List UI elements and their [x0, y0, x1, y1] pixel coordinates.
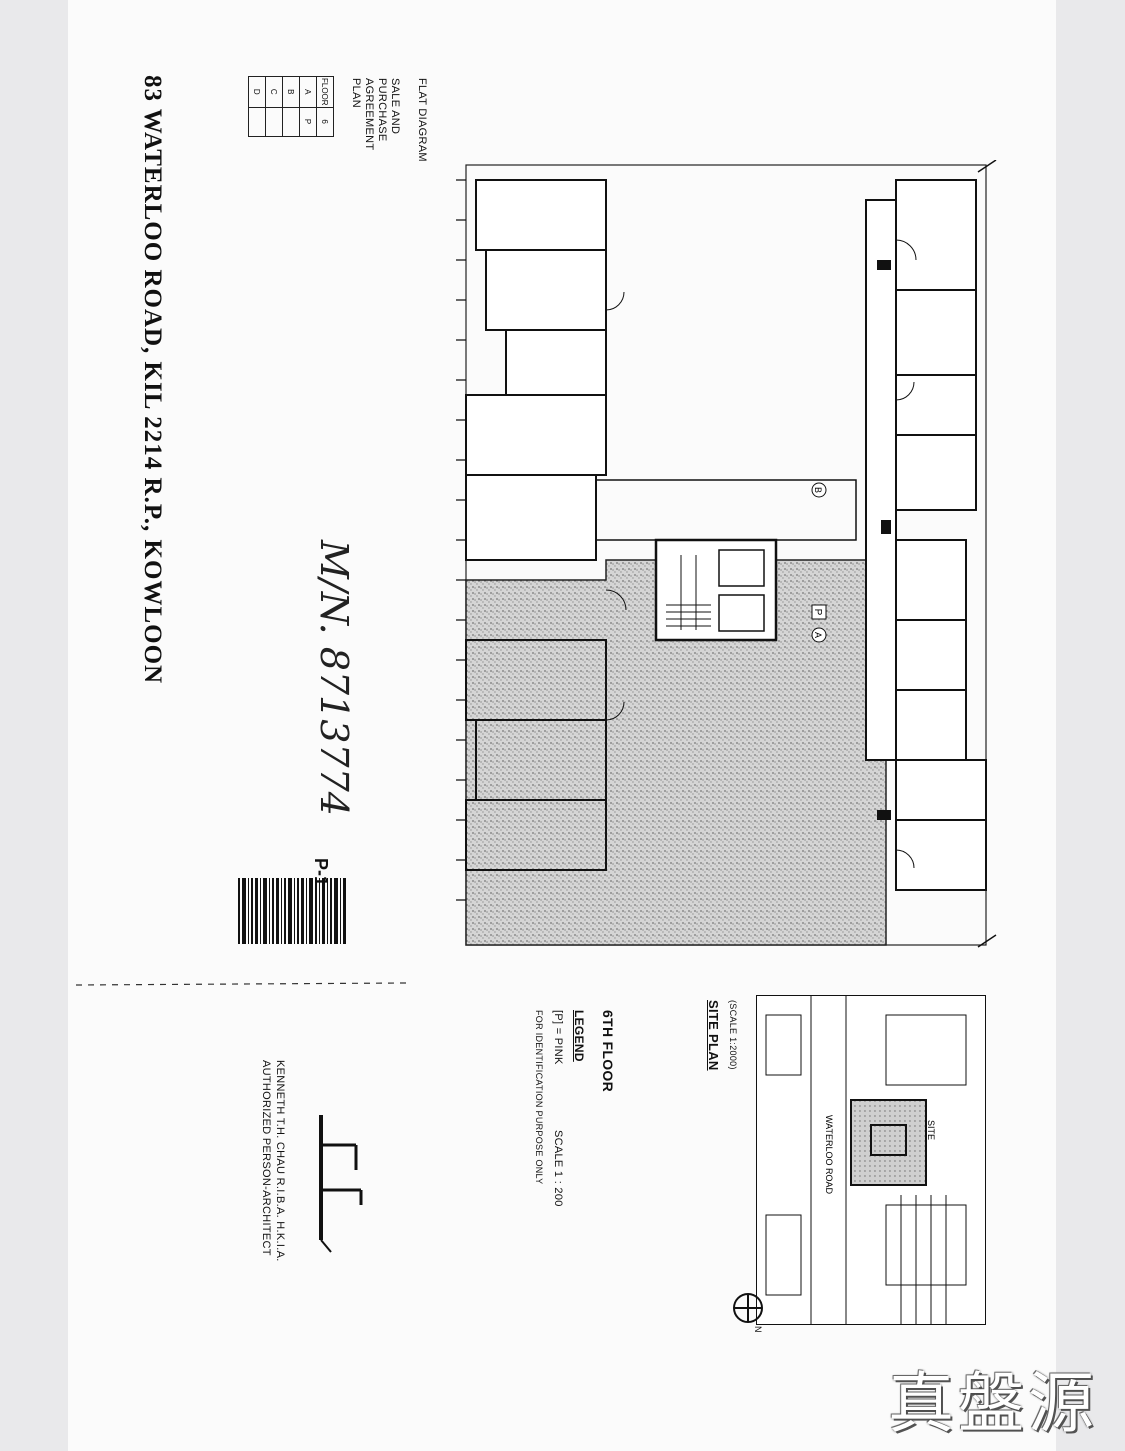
- barcode-icon: [238, 878, 346, 944]
- fd-row-a: A: [299, 76, 317, 108]
- fd-row-b: B: [282, 76, 300, 108]
- signature: [319, 1115, 363, 1253]
- fd-row-b-val: [282, 107, 300, 137]
- fd-row-c-val: [265, 107, 283, 137]
- scale-label: SCALE 1 : 200: [552, 1130, 564, 1207]
- site-road-label: WATERLOO ROAD: [824, 1115, 834, 1195]
- floor-plan: P A B: [456, 160, 997, 948]
- architect-line-1: KENNETH T.H. CHAU R.I.B.A. H.K.I.A.: [274, 1060, 286, 1262]
- flat-tag-b: B: [813, 487, 823, 493]
- fd-row-c: C: [265, 76, 283, 108]
- floor-label: 6TH FLOOR: [600, 1010, 616, 1093]
- handwritten-reference: M/N. 8713774: [312, 540, 356, 816]
- site-plan-title: SITE PLAN: [706, 1000, 721, 1071]
- site-plan-scale: (SCALE 1:2000): [728, 1000, 738, 1070]
- document-sheet: 83 WATERLOO ROAD, KIL 2214 R.P., KOWLOON…: [68, 0, 1056, 1451]
- fd-row-d: D: [248, 76, 266, 108]
- identification-note: FOR IDENTIFICATION PURPOSE ONLY: [534, 1010, 544, 1185]
- north-arrow-icon: [733, 1293, 763, 1323]
- flat-tag-p: P: [812, 609, 823, 616]
- site-label: SITE: [926, 1120, 936, 1140]
- flat-diagram-label: FLAT DIAGRAM: [416, 78, 428, 162]
- site-plan: WATERLOO ROAD SITE: [756, 995, 986, 1325]
- flat-tag-a: A: [813, 632, 823, 638]
- fd-header-6: 6: [316, 107, 334, 137]
- legend-item: [P] = PINK: [552, 1010, 564, 1065]
- fd-header-floor: FLOOR: [316, 76, 334, 108]
- address-heading: 83 WATERLOO ROAD, KIL 2214 R.P., KOWLOON: [139, 75, 166, 685]
- north-label: N: [753, 1326, 763, 1333]
- fd-row-a-val: P: [299, 107, 317, 137]
- fd-row-d-val: [248, 107, 266, 137]
- architect-line-2: AUTHORIZED PERSON-ARCHITECT: [260, 1060, 272, 1256]
- legend-title: LEGEND: [572, 1010, 586, 1062]
- watermark-logo: 真盤源: [888, 1365, 1098, 1442]
- cut-line: [76, 982, 406, 986]
- rotated-plan: 83 WATERLOO ROAD, KIL 2214 R.P., KOWLOON…: [68, 0, 1056, 1451]
- plan-heading: SALE AND PURCHASE AGREEMENT PLAN: [350, 78, 401, 151]
